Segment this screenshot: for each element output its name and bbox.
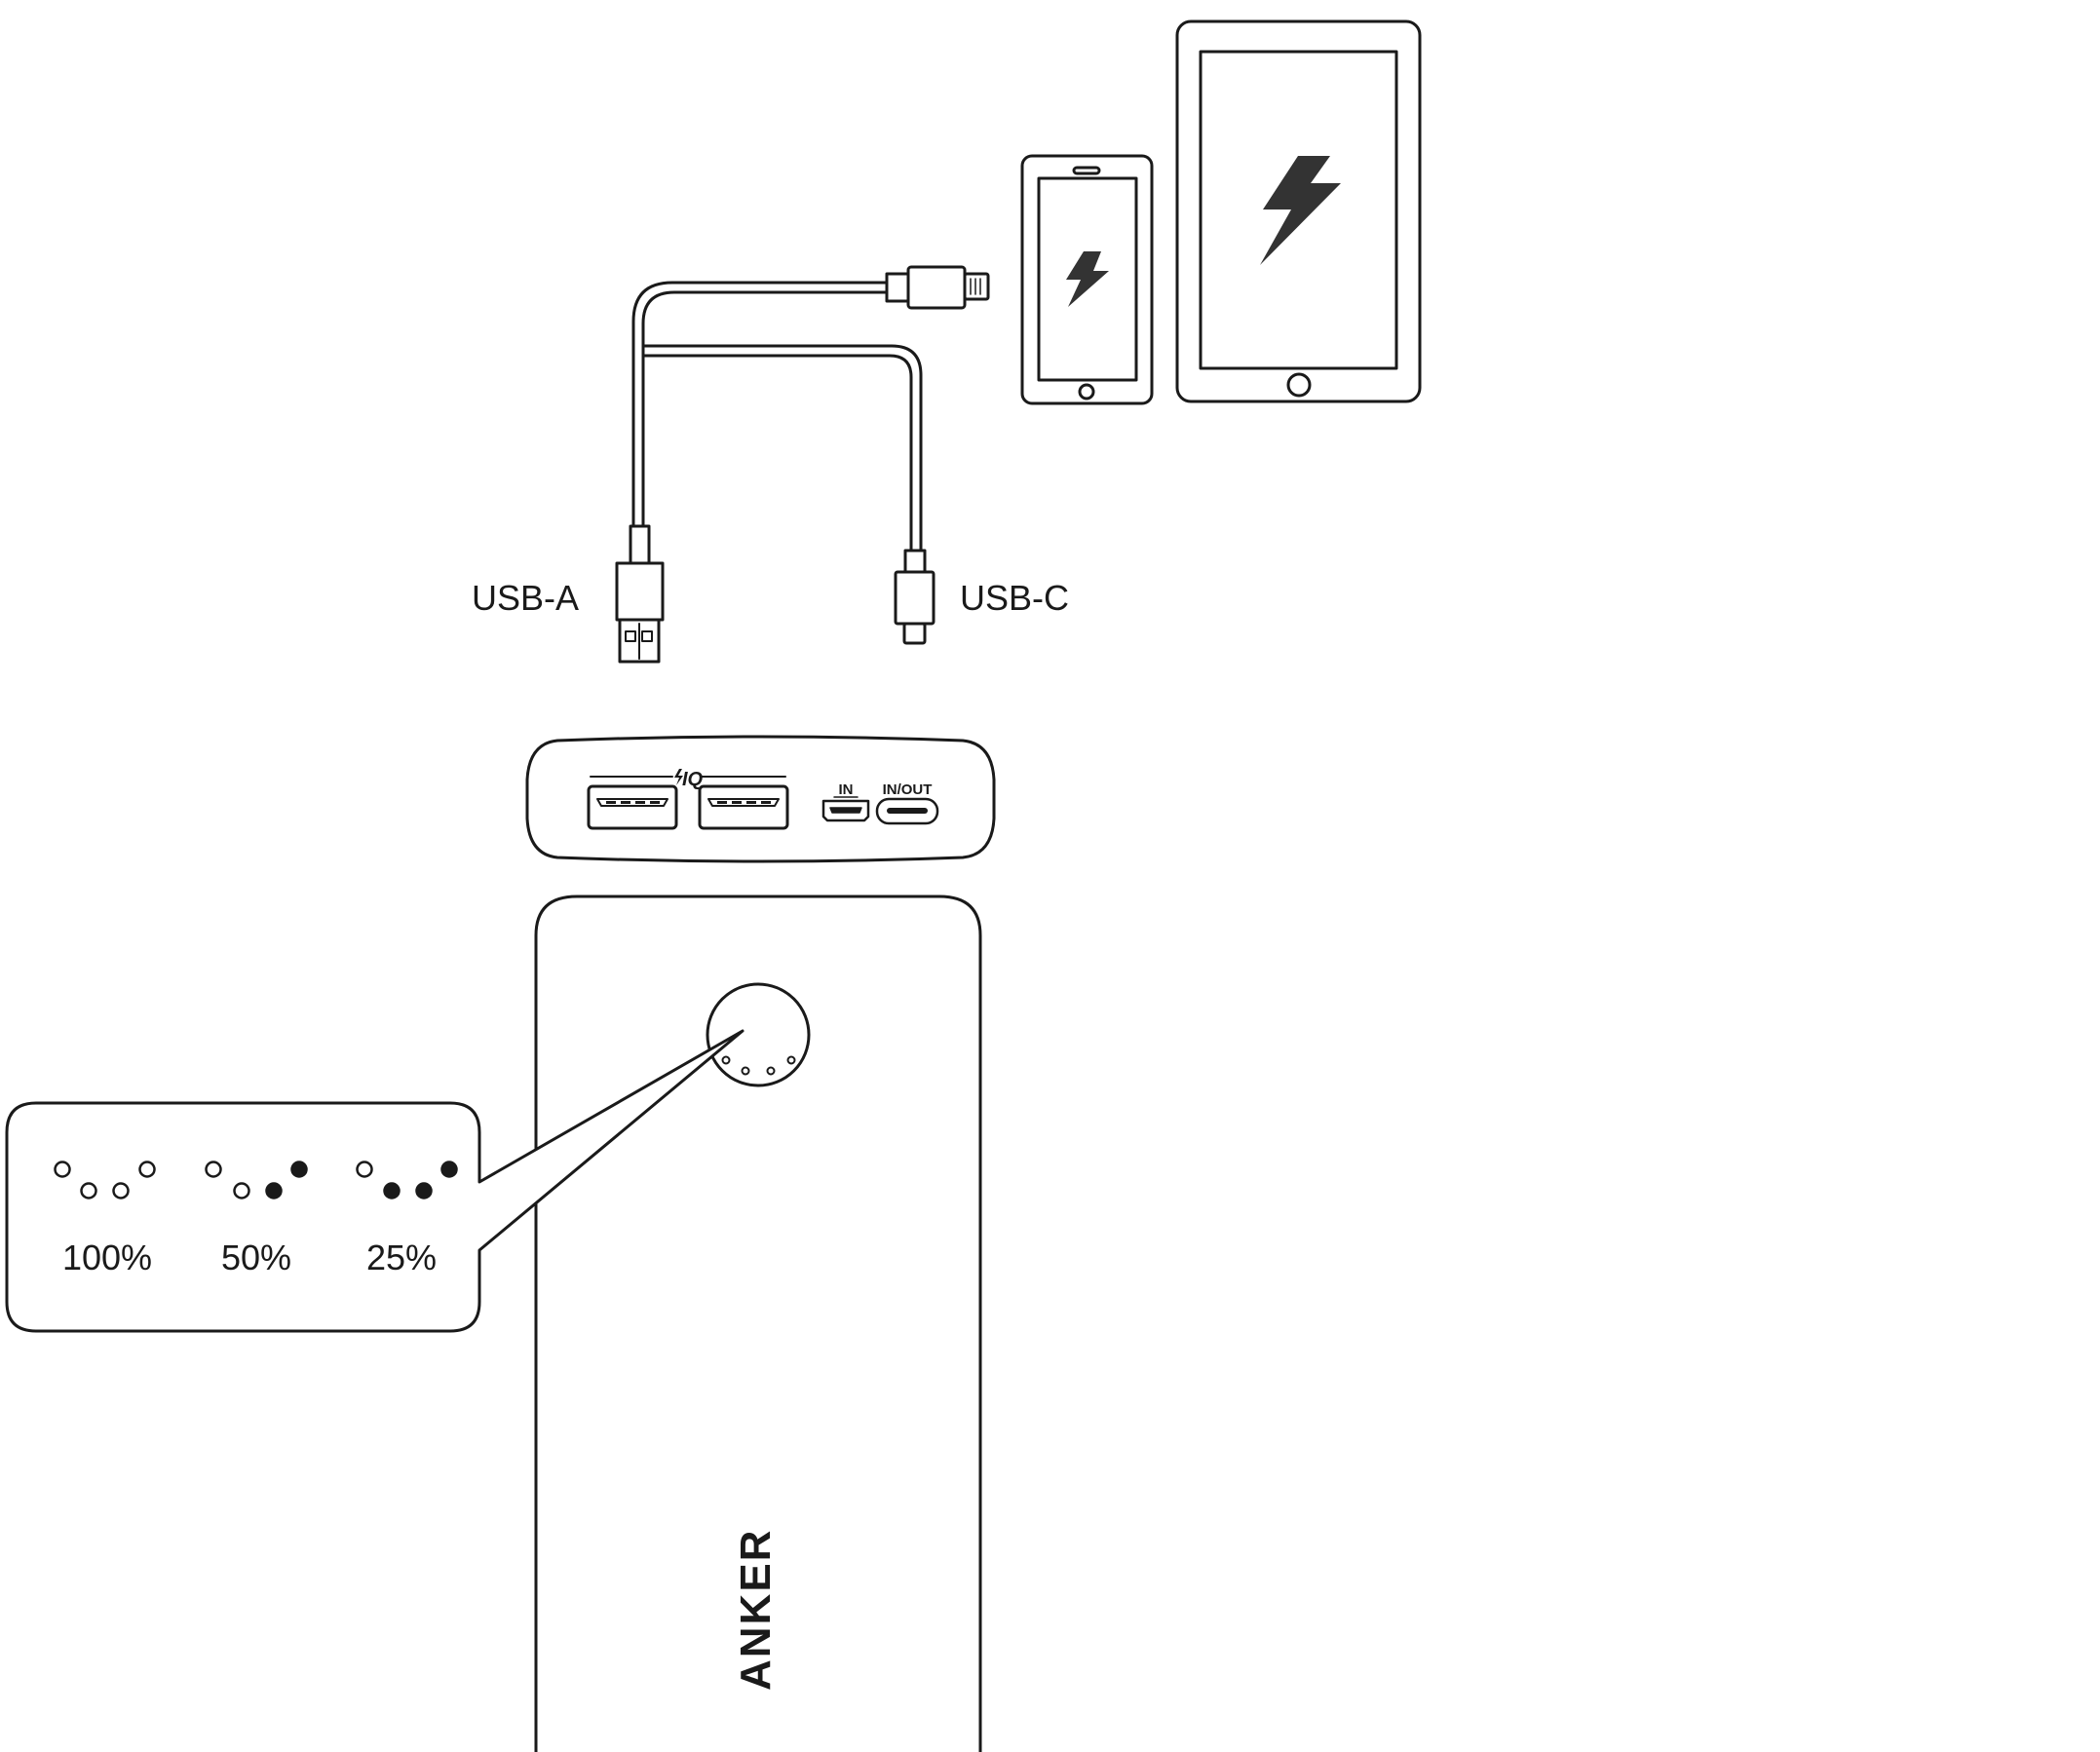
body-led bbox=[721, 1055, 731, 1065]
usb-a-connector bbox=[615, 524, 665, 664]
port-inout-label: IN/OUT bbox=[883, 781, 933, 798]
usb-a-port-1 bbox=[587, 784, 678, 830]
level-label-100: 100% bbox=[62, 1238, 152, 1277]
brand-logo: ANKER bbox=[732, 1529, 780, 1691]
phone bbox=[1020, 154, 1154, 405]
led-pattern-50 bbox=[205, 1161, 308, 1200]
usb-a-label: USB-A bbox=[472, 578, 579, 618]
poweriq-bolt-icon bbox=[674, 769, 683, 785]
tablet bbox=[1175, 19, 1422, 403]
port-in-label: IN bbox=[839, 781, 854, 798]
body-led bbox=[786, 1055, 796, 1065]
lightning-bolt-icon bbox=[1066, 251, 1109, 307]
dual-cable: USB-A USB-C bbox=[472, 265, 1069, 664]
power-button[interactable] bbox=[706, 982, 811, 1087]
body-led bbox=[741, 1066, 750, 1076]
level-label-25: 25% bbox=[366, 1238, 437, 1277]
level-label-50: 50% bbox=[221, 1238, 291, 1277]
micro-usb-port bbox=[821, 799, 870, 822]
power-bank-ports-view: IQ IN IN/OUT bbox=[525, 735, 996, 863]
power-bank-body: ANKER bbox=[534, 895, 982, 1752]
lightning-bolt-icon bbox=[1260, 156, 1341, 265]
lightning-connector bbox=[885, 265, 990, 310]
usb-c-connector bbox=[894, 549, 935, 645]
battery-level-callout: 100% 50% 25% bbox=[5, 1029, 745, 1333]
usb-c-port bbox=[875, 797, 939, 825]
body-led bbox=[766, 1066, 776, 1076]
led-pattern-25 bbox=[356, 1161, 458, 1200]
poweriq-mark: IQ bbox=[682, 769, 704, 790]
usb-c-label: USB-C bbox=[960, 578, 1069, 618]
led-pattern-100 bbox=[54, 1161, 156, 1200]
usb-a-port-2 bbox=[698, 784, 789, 830]
